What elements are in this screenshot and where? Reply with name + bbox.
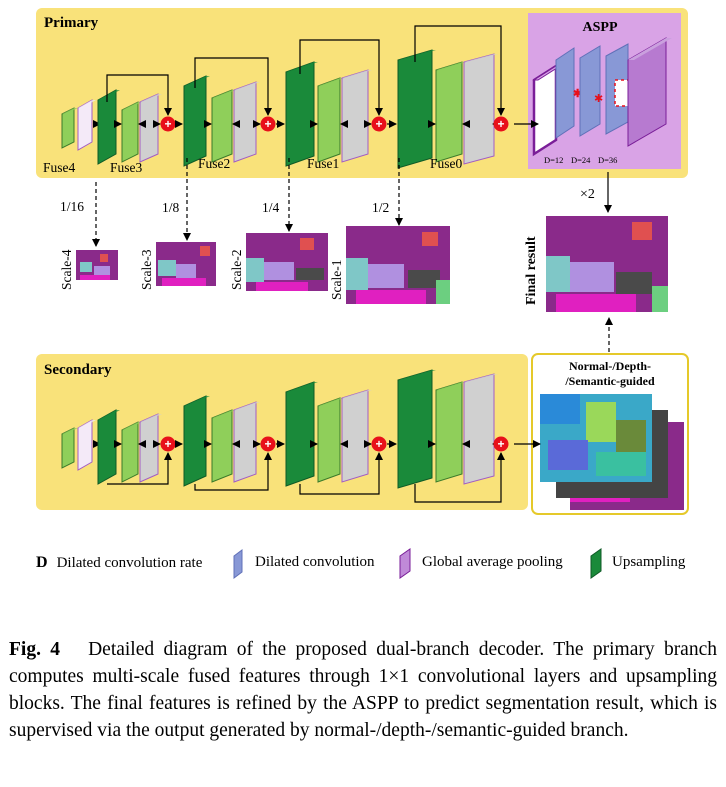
legend-d-symbol: D [36,554,48,571]
primary-stage2-upsampling [183,75,210,167]
primary-stage2-feature [233,81,260,163]
secondary-fuse4-conv [61,427,78,469]
legend-dilated-text: Dilated convolution [255,554,375,570]
caption-text: Detailed diagram of the proposed dual-br… [9,639,717,741]
secondary-stage3-fusion: + [371,436,387,452]
secondary-stage3-feature [341,389,372,483]
primary-stage4-fusion: + [493,116,509,132]
stage-label-fuse0: Fuse0 [430,156,463,171]
caption-label: Fig. 4 [9,639,61,660]
guided-output-stack [540,394,684,510]
secondary-stage3-conv [317,397,344,483]
aspp-title: ASPP [583,20,618,35]
legend-upsampling-text: Upsampling [612,554,686,570]
secondary-stage2-upsampling [183,395,210,487]
primary-stage2-fusion: + [260,116,276,132]
svg-text:+: + [264,117,271,131]
legend-item-gap: Global average pooling [422,554,563,571]
secondary-branch-blocks: + + + + [61,369,509,503]
scale-1-label: Scale-1 [329,260,344,300]
svg-text:+: + [497,117,504,131]
secondary-stage4-conv [435,381,466,483]
stage-label-fuse3: Fuse3 [110,160,143,175]
secondary-stage1-upsampling [97,409,120,485]
secondary-stage4-fusion: + [493,436,509,452]
primary-stage3-fusion: + [371,116,387,132]
aspp-rate-24: D=24 [571,155,591,165]
guided-title-line1: Normal-/Depth- [569,359,651,373]
primary-title: Primary [44,15,99,31]
secondary-stage4-feature [463,373,498,485]
legend-item-dilated-conv: Dilated convolution [255,554,375,571]
aspp-rate-12: D=12 [544,155,563,165]
upsample-factor: ×2 [580,187,595,202]
legend-gap-icon [399,548,411,579]
secondary-fuse4-gap [77,419,96,471]
secondary-stage1-feature [139,413,162,483]
aspp-gap-block [532,63,562,157]
scale-4-map [76,250,118,280]
primary-stage1-conv [121,101,142,163]
final-result-label: Final result [524,236,539,305]
final-result-map [546,216,668,312]
secondary-title: Secondary [44,362,112,378]
stage-label-fuse1: Fuse1 [307,156,339,171]
secondary-stage2-fusion: + [260,436,276,452]
aspp-dilated-conv-12: ✱ [555,47,582,139]
primary-fuse4-conv [61,107,78,149]
svg-text:+: + [375,437,382,451]
primary-stage2-conv [211,89,236,163]
legend-dilated-conv-icon [233,549,243,579]
figure-caption: Fig. 4 Detailed diagram of the proposed … [9,636,717,744]
secondary-stage4-upsampling [397,369,436,489]
primary-stage4-conv [435,61,466,163]
primary-fuse4-gap [77,99,96,151]
legend-gap-text: Global average pooling [422,554,563,570]
primary-stage4-feature [463,53,498,165]
scale-ratio-16: 1/16 [60,199,84,214]
secondary-stage3-upsampling [285,381,318,487]
svg-text:✱: ✱ [594,93,603,105]
legend-item-upsampling: Upsampling [612,554,685,571]
svg-text:+: + [497,437,504,451]
decoder-diagram: Primary ASPP ✱ ✱ D=12 D=24 D=36 + + + + Fus… [36,8,689,579]
scale-ratio-8: 1/8 [162,200,180,215]
scale-2-label: Scale-2 [229,250,244,290]
scale-ratio-4: 1/4 [262,200,280,215]
secondary-stage2-feature [233,401,260,483]
secondary-stage1-conv [121,421,142,483]
primary-stage1-upsampling [97,89,120,165]
aspp-output-block [627,37,672,147]
primary-stage4-upsampling [397,49,436,169]
stage-label-fuse2: Fuse2 [198,156,230,171]
svg-text:✱: ✱ [573,88,582,100]
guided-title-line2: /Semantic-guided [564,374,655,388]
svg-text:+: + [264,437,271,451]
primary-stage1-fusion: + [160,116,176,132]
primary-stage3-feature [341,69,372,163]
scale-1-map [346,226,450,304]
svg-text:+: + [375,117,382,131]
scale-ratio-2: 1/2 [372,200,389,215]
scale-3-label: Scale-3 [139,249,154,290]
secondary-stage2-conv [211,409,236,483]
aspp-rate-36: D=36 [598,155,617,165]
primary-branch-blocks: + + + + [61,25,509,169]
scale-3-map [156,242,216,286]
svg-text:+: + [164,437,171,451]
secondary-stage1-fusion: + [160,436,176,452]
aspp-dilated-conv-36 [605,43,632,135]
svg-text:+: + [164,117,171,131]
primary-stage1-feature [139,93,162,163]
legend: D Dilated convolution rate Dilated convo… [36,550,716,580]
scale-2-map [246,233,328,291]
stage-label-fuse4: Fuse4 [43,160,76,175]
primary-stage3-conv [317,77,344,163]
legend-upsampling-icon [590,548,602,579]
aspp-dilated-conv-24: ✱ [579,45,603,137]
primary-stage3-upsampling [285,61,318,167]
legend-item-dilation-rate: D Dilated convolution rate [36,554,202,572]
scale-4-label: Scale-4 [59,249,74,290]
legend-d-text: Dilated convolution rate [56,554,203,571]
